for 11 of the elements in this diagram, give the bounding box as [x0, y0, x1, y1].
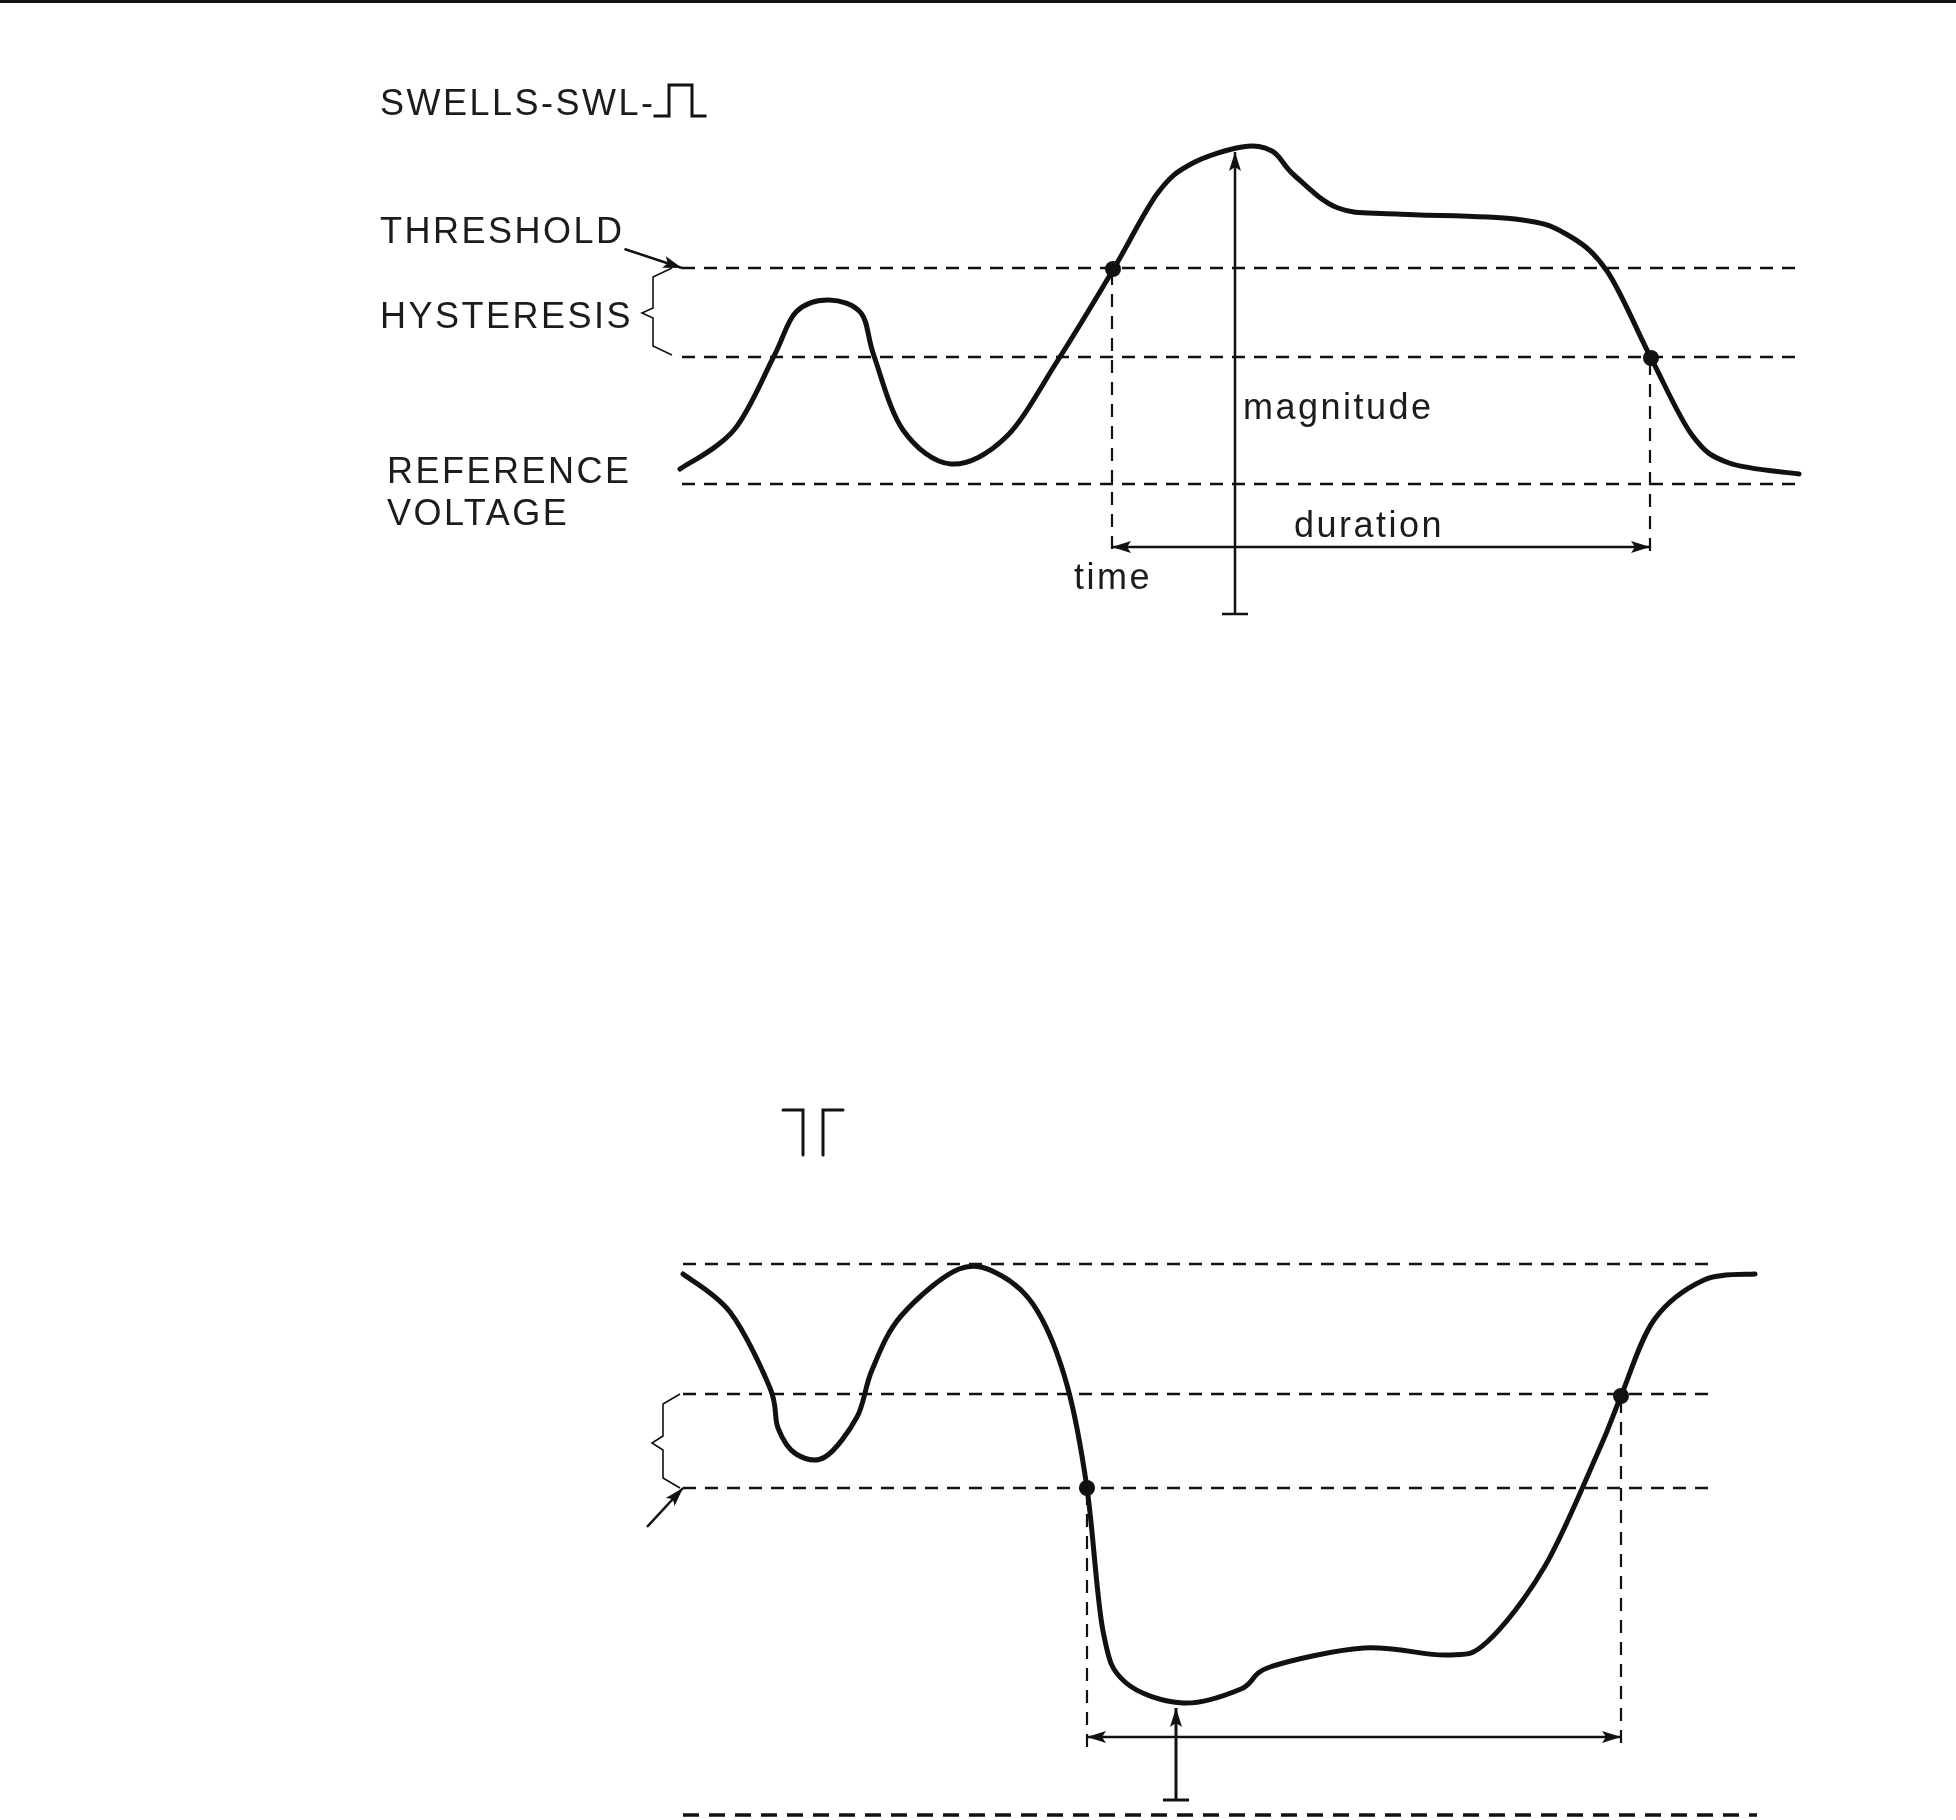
- heading: SWELLS-SWL-: [380, 85, 656, 121]
- line-label: REFERENCE VOLTAGE: [387, 450, 633, 534]
- threshold-line: [682, 266, 1795, 270]
- leader-arrow: [624, 247, 683, 270]
- dimension-label: time: [1074, 559, 1152, 595]
- leader-arrow: [646, 1487, 684, 1528]
- bracket-label: HYSTERESIS: [380, 298, 634, 334]
- dimension-label: magnitude: [1243, 389, 1434, 425]
- callout-label: THRESHOLD: [380, 213, 625, 249]
- dimension-label: duration: [1294, 507, 1445, 543]
- dashed-line: [683, 1486, 1710, 1490]
